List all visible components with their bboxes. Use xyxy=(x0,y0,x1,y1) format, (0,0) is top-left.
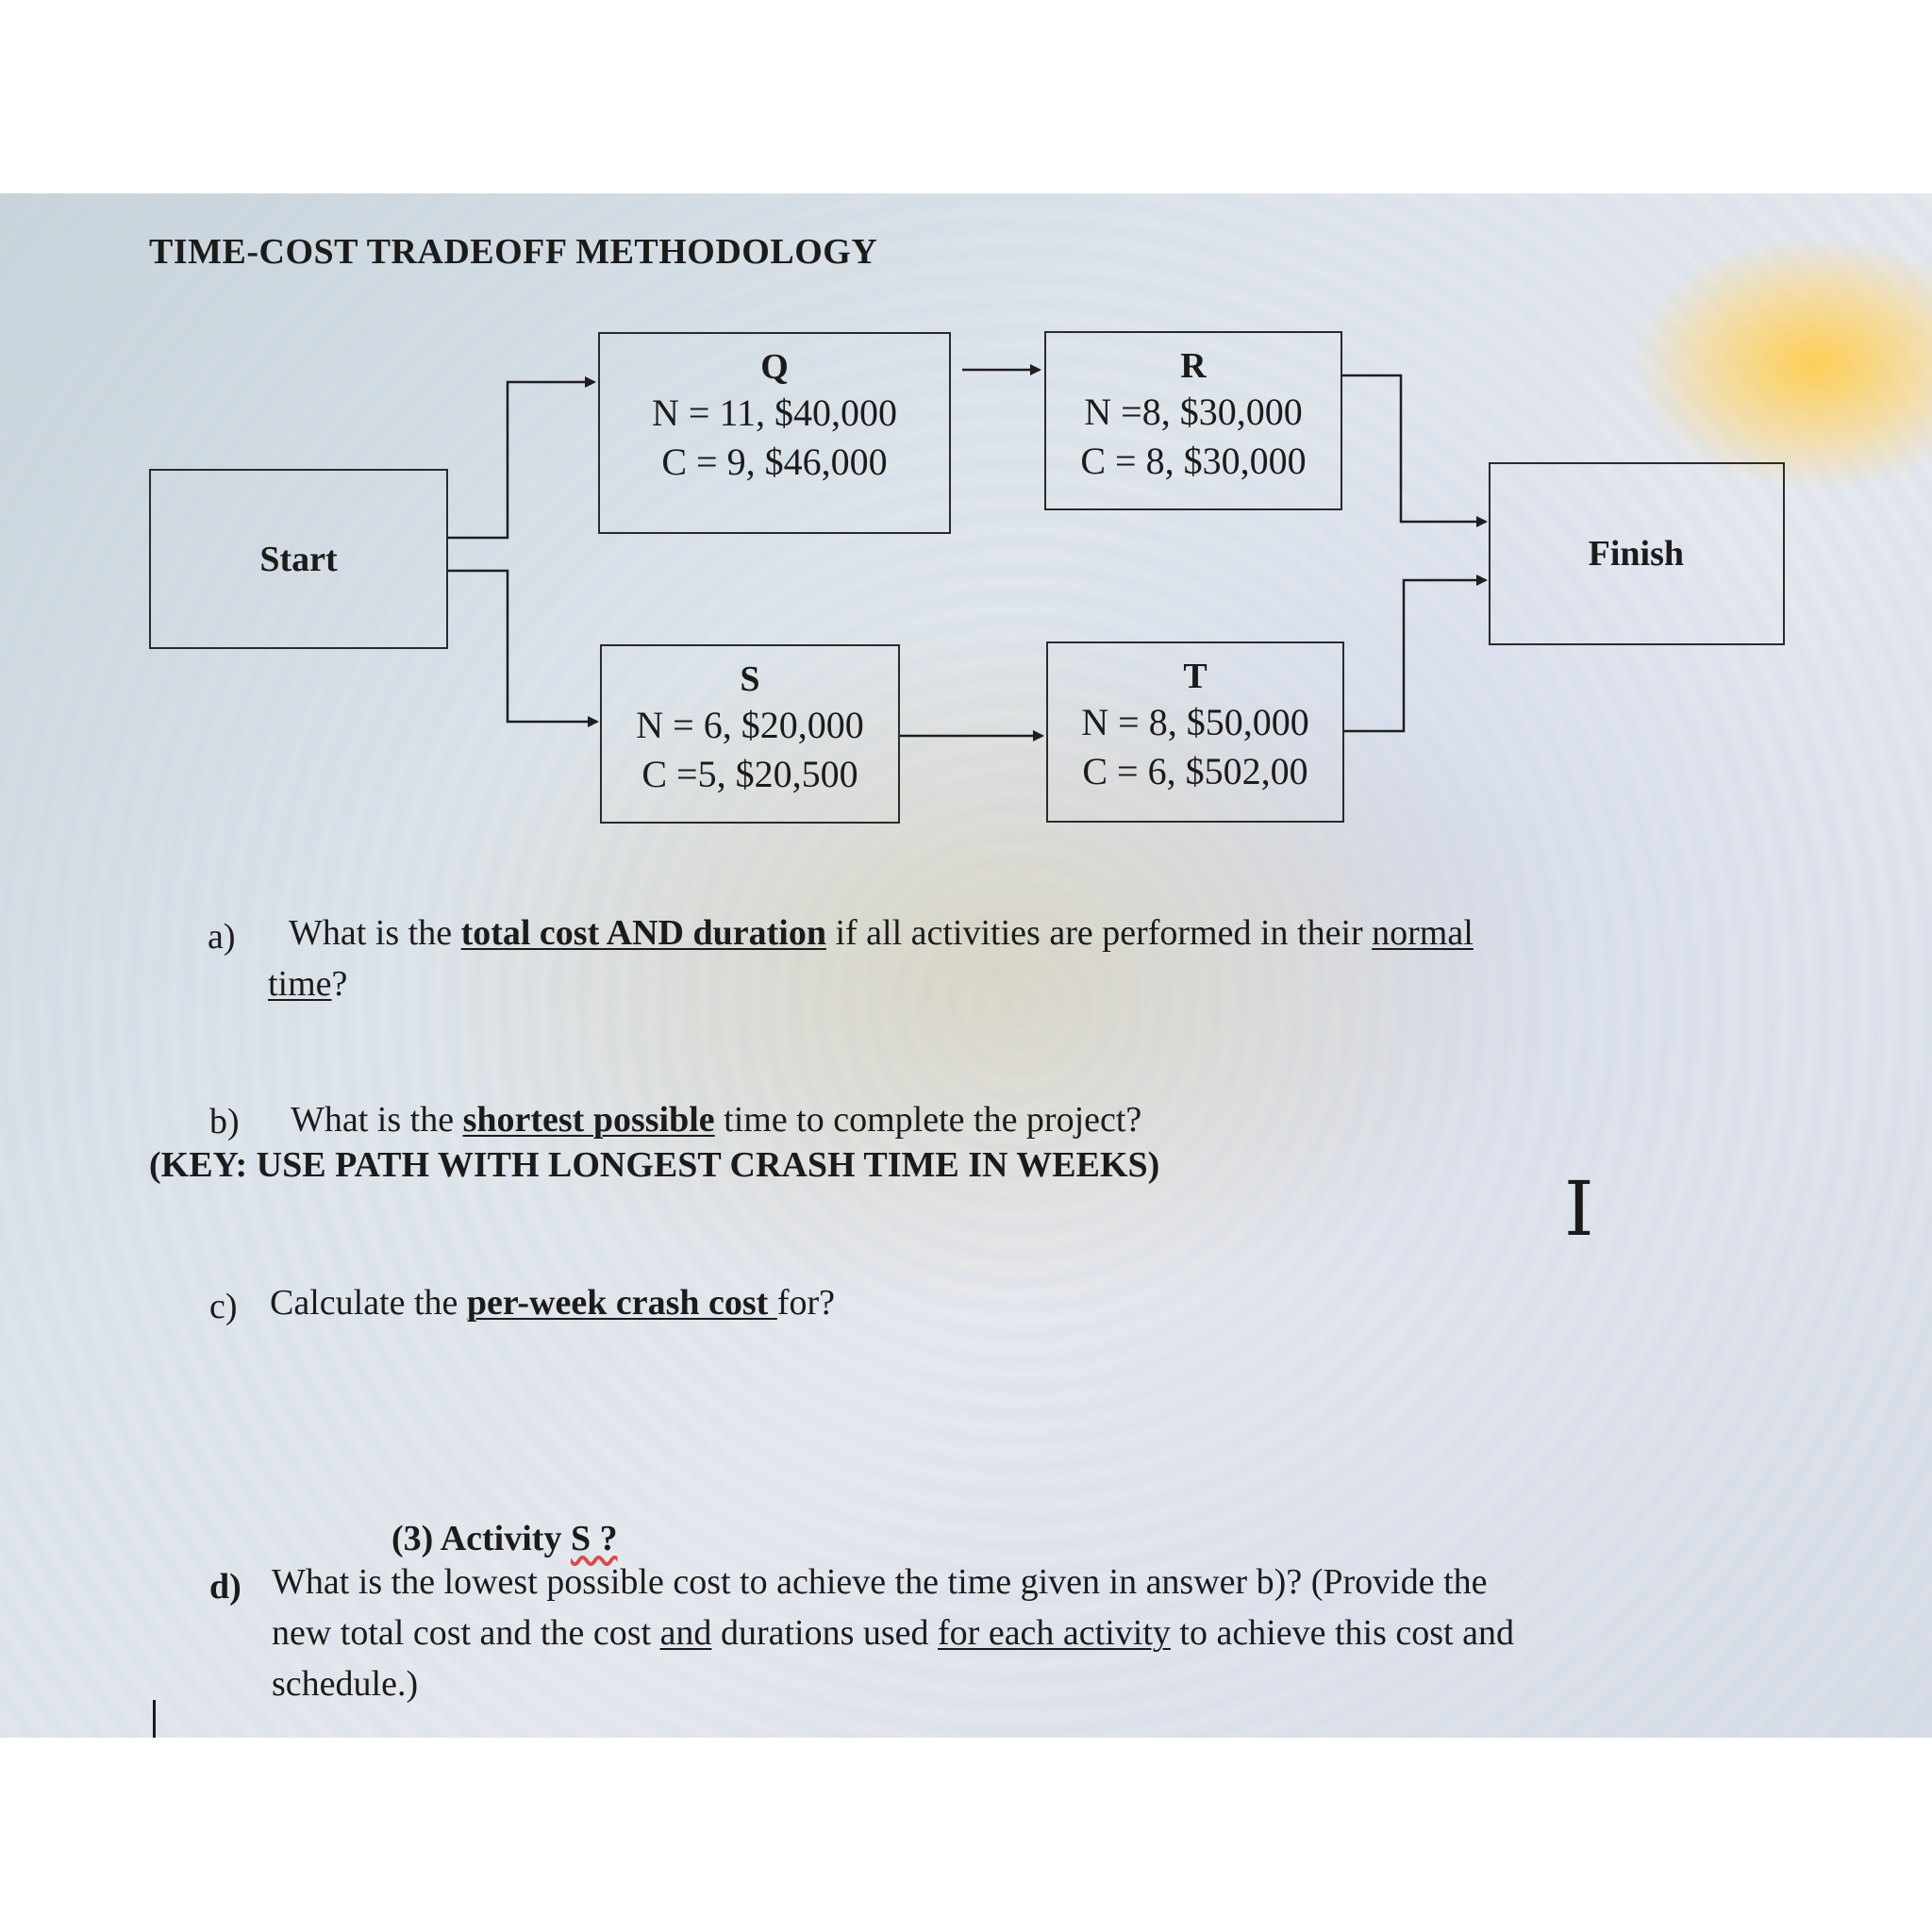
node-q-crash: C = 9, $46,000 xyxy=(661,441,888,483)
node-q-normal: N = 11, $40,000 xyxy=(652,391,897,434)
node-start: Start xyxy=(149,469,448,649)
question-d-each-activity: for each activity xyxy=(938,1613,1171,1653)
node-start-label: Start xyxy=(259,539,338,579)
question-a-text: What is the total cost AND duration if a… xyxy=(289,913,1474,953)
node-s-normal: N = 6, $20,000 xyxy=(636,704,864,746)
text-caret xyxy=(153,1700,156,1738)
node-r-crash: C = 8, $30,000 xyxy=(1080,440,1307,482)
node-finish: Finish xyxy=(1489,462,1785,645)
arrow-start-to-s xyxy=(447,569,599,727)
node-t: T N = 8, $50,000 C = 6, $502,00 xyxy=(1046,641,1344,823)
text-cursor-icon: I xyxy=(1564,1165,1594,1253)
question-c-text: Calculate the per-week crash cost for? xyxy=(270,1283,835,1323)
node-r-name: R xyxy=(1180,346,1207,386)
node-finish-label: Finish xyxy=(1588,534,1684,574)
question-a-label: a) xyxy=(208,917,236,957)
arrow-t-to-finish xyxy=(1344,575,1488,733)
question-d-line2: new total cost and the cost and duration… xyxy=(272,1613,1514,1653)
node-t-crash: C = 6, $502,00 xyxy=(1082,750,1308,792)
question-b-key: (KEY: USE PATH WITH LONGEST CRASH TIME I… xyxy=(149,1145,1160,1185)
question-b-text: What is the shortest possible time to co… xyxy=(291,1100,1142,1140)
question-a-emphasis: total cost AND duration xyxy=(460,913,826,953)
activity-s: S ? xyxy=(570,1519,618,1558)
node-t-name: T xyxy=(1183,657,1208,696)
page-title: TIME-COST TRADEOFF METHODOLOGY xyxy=(149,232,878,272)
question-a-text-line2: time? xyxy=(268,964,348,1004)
question-d-text: What is the lowest possible cost to achi… xyxy=(272,1557,1894,1709)
node-s: S N = 6, $20,000 C =5, $20,500 xyxy=(600,644,900,824)
question-a-time: time xyxy=(268,964,332,1004)
node-t-normal: N = 8, $50,000 xyxy=(1081,701,1309,743)
arrow-r-to-finish xyxy=(1342,374,1488,527)
node-s-name: S xyxy=(740,659,760,699)
node-q-name: Q xyxy=(760,347,789,387)
question-d-label: d) xyxy=(209,1567,242,1607)
question-a-normal: normal xyxy=(1372,913,1474,953)
document-screen: TIME-COST TRADEOFF METHODOLOGY Start Q N… xyxy=(0,193,1932,1738)
node-r-normal: N =8, $30,000 xyxy=(1084,391,1303,433)
node-r: R N =8, $30,000 C = 8, $30,000 xyxy=(1044,331,1342,510)
question-b-label: b) xyxy=(209,1102,240,1141)
activity-line: (3) Activity S ? xyxy=(391,1519,618,1558)
node-s-crash: C =5, $20,500 xyxy=(641,753,858,795)
node-q: Q N = 11, $40,000 C = 9, $46,000 xyxy=(598,332,951,534)
arrow-start-to-q xyxy=(447,376,596,540)
question-c-emphasis: per-week crash cost xyxy=(466,1283,777,1323)
question-b-emphasis: shortest possible xyxy=(462,1100,715,1140)
question-c-label: c) xyxy=(209,1287,238,1326)
